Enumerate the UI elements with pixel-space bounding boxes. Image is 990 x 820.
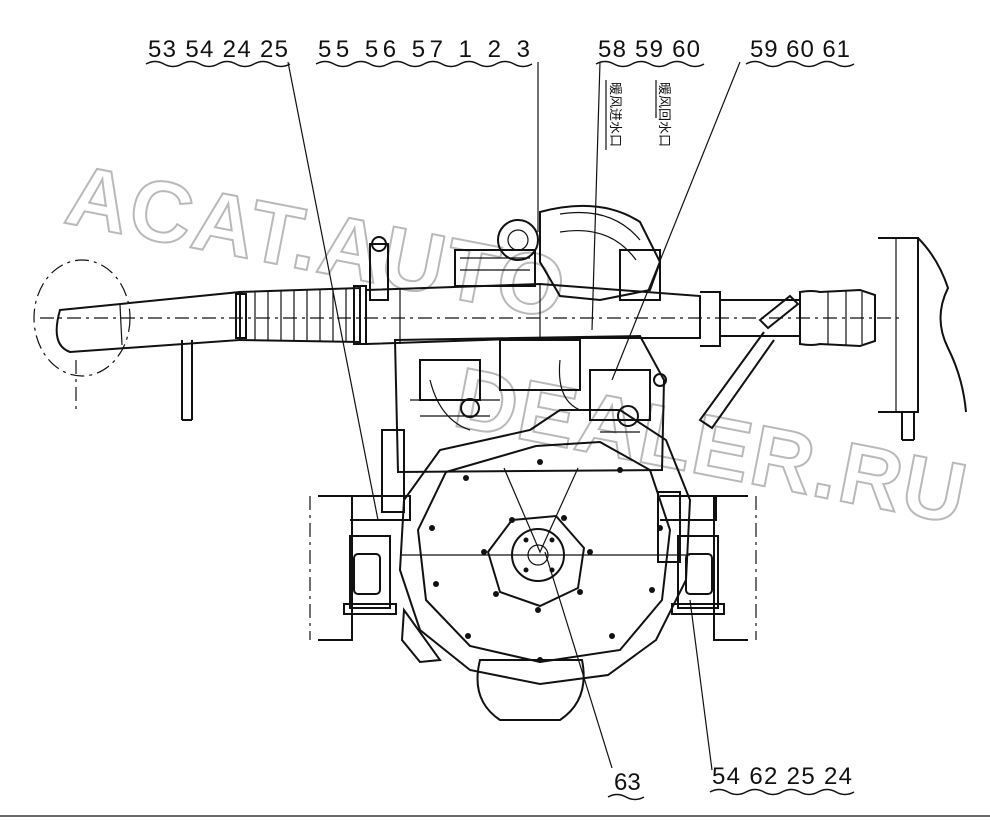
callout-bottom-mid: 63: [614, 769, 641, 796]
callout-bottom-right: 54 62 25 24: [712, 763, 852, 790]
note-heater-water-inlet: 暖风进水口: [608, 82, 623, 147]
flywheel-bolt-holes: [429, 459, 663, 663]
callout-group-top-right1: 58 59 60: [595, 36, 705, 68]
callout-top-right-1: 58 59 60: [598, 36, 700, 63]
left-pipe-assembly: [33, 236, 900, 421]
callout-top-left: 53 54 24 25: [148, 36, 288, 63]
turbocharger: [454, 204, 662, 302]
left-engine-mount: [309, 495, 411, 641]
flywheel-housing: [398, 409, 692, 721]
callout-top-mid: 55 56 57 1 2 3: [318, 36, 530, 63]
callout-group-top-mid: 55 56 57 1 2 3: [315, 36, 533, 68]
callout-top-right-2: 59 60 61: [750, 36, 850, 63]
callout-group-top-left: 53 54 24 25: [145, 36, 291, 68]
note-heater-water-return: 暖风回水口: [657, 82, 672, 147]
callout-group-bottom-right: 54 62 25 24: [709, 763, 855, 796]
callout-group-top-right2: 59 60 61: [745, 36, 855, 68]
callout-group-bottom-mid: 63: [607, 769, 645, 801]
right-engine-mount: [660, 495, 757, 641]
engine-block: [381, 334, 681, 563]
